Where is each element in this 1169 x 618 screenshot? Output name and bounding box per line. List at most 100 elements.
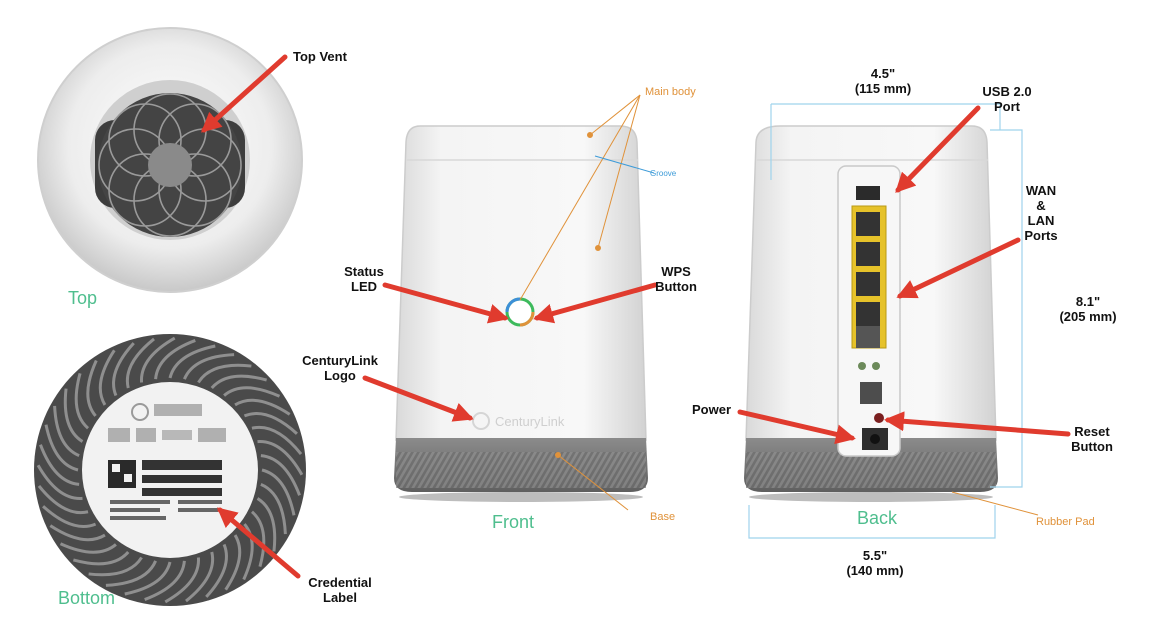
reset-hole-icon <box>874 413 884 423</box>
vent-fin <box>185 551 215 603</box>
dimension-top-width-label: 4.5"(115 mm) <box>854 66 912 96</box>
annotation-base: Base <box>650 511 676 523</box>
view-label-front: Front <box>492 512 535 532</box>
back-rubber-pad <box>749 492 993 502</box>
annotation-groove: Groove <box>650 169 677 178</box>
vent-fin <box>59 542 117 554</box>
view-label-bottom: Bottom <box>58 588 116 608</box>
ethernet-ports <box>851 205 887 349</box>
vent-fin <box>53 405 80 457</box>
back-view <box>744 125 998 502</box>
vent-fin <box>250 510 266 568</box>
status-led-icon <box>505 297 535 327</box>
vent-fin <box>125 337 155 389</box>
callout-top-vent: Top Vent <box>293 49 347 64</box>
vent-fin <box>37 485 89 515</box>
dimension-lines <box>748 103 1023 539</box>
vent-fin <box>243 412 298 435</box>
vent-fin <box>63 388 84 443</box>
vent-fin <box>197 363 252 384</box>
vent-fin <box>86 359 98 417</box>
top-view <box>37 27 303 293</box>
callout-power: Power <box>692 402 732 417</box>
indicator-led <box>872 362 880 370</box>
vent-fin <box>168 344 216 379</box>
vent-fin <box>224 534 242 591</box>
callout-arrows <box>201 54 1071 579</box>
vent-fin <box>49 524 106 542</box>
arrow-reset <box>884 411 1071 437</box>
vent-fin <box>42 505 97 528</box>
front-view: CenturyLink <box>394 125 648 502</box>
ethernet-port-icon <box>856 212 880 236</box>
arrow-power <box>737 409 856 445</box>
vent-fin <box>210 374 268 390</box>
ethernet-port-icon <box>856 326 880 348</box>
bottom-vent-icon <box>36 336 304 604</box>
vent-fin <box>261 468 296 516</box>
credential-label-barcodes <box>108 460 222 520</box>
arrow-usb <box>895 105 981 193</box>
vent-fin <box>251 425 303 455</box>
view-label-back: Back <box>857 508 898 528</box>
vent-fin <box>98 349 116 406</box>
front-main-body <box>395 125 647 441</box>
vent-fin <box>242 523 254 581</box>
regulatory-marks <box>108 403 226 442</box>
arrow-top-vent <box>201 54 288 133</box>
front-base-vents <box>396 452 646 488</box>
arrow-logo <box>362 375 474 422</box>
vent-fin <box>154 339 196 380</box>
vent-fin <box>234 398 291 416</box>
arrow-status-led <box>382 282 509 324</box>
indicator-led <box>858 362 866 370</box>
view-label-top: Top <box>68 288 98 308</box>
vent-fin <box>124 561 172 596</box>
vent-fin <box>112 342 135 397</box>
vent-fin <box>260 454 301 496</box>
front-rubber-pad <box>399 492 643 502</box>
ethernet-port-icon <box>856 242 880 266</box>
top-vent-icon <box>95 93 245 237</box>
vent-fin <box>205 543 228 598</box>
vent-fin <box>260 483 287 535</box>
usb-port-icon <box>856 186 880 200</box>
vent-fin <box>88 556 143 577</box>
vent-fin <box>36 464 83 500</box>
vent-fin <box>183 353 235 380</box>
vent-fin <box>105 560 157 587</box>
dimension-height-label: 8.1"(205 mm) <box>1059 294 1117 324</box>
vent-fin <box>72 550 130 566</box>
svg-text:CenturyLink: CenturyLink <box>495 414 565 429</box>
vent-fin <box>257 440 304 476</box>
leader-lines <box>519 94 1039 516</box>
back-base-vents <box>746 452 996 488</box>
vent-fin <box>44 424 79 472</box>
annotation-rubber-pad: Rubber Pad <box>1036 516 1095 528</box>
ethernet-port-icon <box>856 272 880 296</box>
vent-fin <box>74 372 90 430</box>
ethernet-port-icon <box>856 302 880 326</box>
dimension-bottom-width-label: 5.5"(140 mm) <box>846 548 904 578</box>
bottom-view <box>34 334 306 606</box>
vent-fin <box>140 336 176 383</box>
vent-fin <box>144 560 186 601</box>
arrow-wps-button <box>533 282 658 324</box>
arrow-credential-label <box>216 507 301 579</box>
vent-fin <box>223 386 281 398</box>
arrow-wan-lan <box>896 237 1021 299</box>
vent-fin <box>164 557 200 604</box>
vent-fin <box>39 444 80 486</box>
vent-fin <box>256 497 277 552</box>
dimension-height <box>990 129 1023 488</box>
sfp-port <box>860 382 882 404</box>
